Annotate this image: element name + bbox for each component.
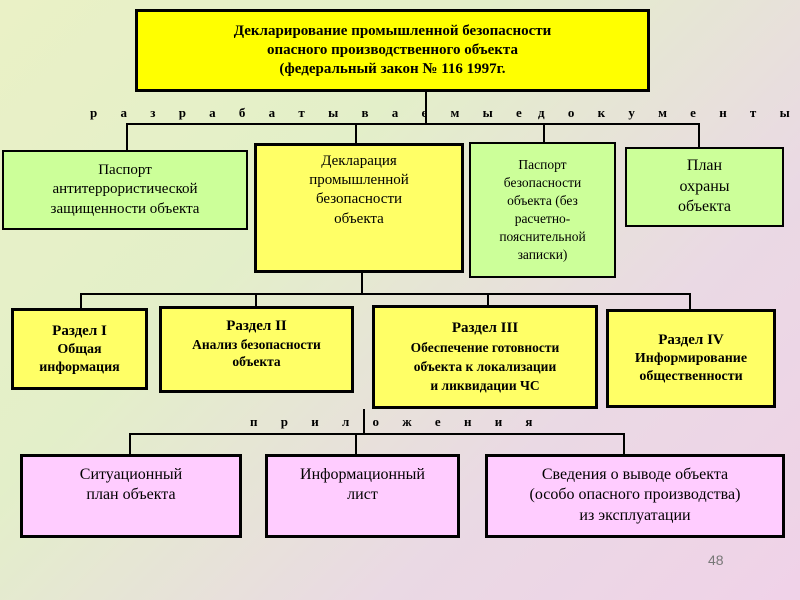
sec2-line-3: объекта [232, 354, 281, 370]
appendix-situational-plan: Ситуационный план объекта [20, 454, 242, 538]
document-antiterror-passport: Паспорт антитеррористической защищенност… [2, 150, 248, 230]
title-line-3: (федеральный закон № 116 1997г. [279, 61, 506, 78]
appendix-decommission-info: Сведения о выводе объекта (особо опасног… [485, 454, 785, 538]
doc1-line-3: защищенности объекта [50, 200, 200, 217]
connector-title-down [425, 92, 427, 124]
connector-sec3-drop [487, 293, 489, 306]
doc3-line-2: безопасности [503, 175, 582, 191]
app3-line-3: из эксплуатации [579, 506, 691, 524]
section-4: Раздел IV Информирование общественности [606, 309, 776, 408]
doc3-line-6: записки) [517, 246, 568, 262]
doc1-line-2: антитеррористической [52, 181, 198, 198]
sec2-line-2: Анализ безопасности [192, 337, 321, 353]
app1-line-1: Ситуационный [79, 466, 183, 483]
doc4-line-1: План [686, 157, 723, 175]
app2-line-1: Информационный [300, 466, 425, 483]
connector-doc1-drop [126, 123, 128, 151]
title-line-2: опасного производственного объекта [267, 41, 518, 58]
sec1-line-3: информация [39, 359, 120, 375]
sec3-line-1: Раздел III [451, 320, 519, 337]
label-developed-word1: р а з р а б а т ы в а е м ы е [90, 105, 532, 120]
app3-line-1: Сведения о выводе объекта [541, 466, 729, 483]
sec1-line-2: Общая [57, 341, 102, 357]
section-3: Раздел III Обеспечение готовности объект… [372, 305, 598, 409]
document-security-plan: План охраны объекта [625, 147, 784, 227]
doc2-line-2: промышленной [309, 172, 409, 189]
connector-app3-drop [623, 433, 625, 455]
connector-sec4-drop [689, 293, 691, 310]
connector-app1-drop [129, 433, 131, 455]
doc3-line-5: пояснительной [499, 228, 586, 244]
connector-sec1-drop [80, 293, 82, 309]
label-developed-word2: д о к у м е н т ы [538, 105, 800, 120]
connector-doc4-drop [698, 123, 700, 148]
sec4-line-2: Информирование [634, 351, 748, 367]
label-appendices: п р и л о ж е н и я [250, 414, 543, 429]
app3-line-2: (особо опасного производства) [529, 486, 741, 504]
sec1-line-1: Раздел I [52, 322, 107, 339]
section-1: Раздел I Общая информация [11, 308, 148, 390]
document-declaration: Декларация промышленной безопасности объ… [254, 143, 464, 273]
connector-sections-bus [80, 293, 691, 295]
sec4-line-1: Раздел IV [658, 332, 724, 348]
app1-line-2: план объекта [86, 486, 176, 504]
doc3-line-3: объекта (без [507, 193, 578, 209]
document-safety-passport: Паспорт безопасности объекта (без расчет… [469, 142, 616, 278]
sec3-line-4: и ликвидации ЧС [430, 377, 540, 393]
section-2: Раздел II Анализ безопасности объекта [159, 306, 354, 393]
doc4-line-2: охраны [679, 177, 730, 195]
app2-line-2: лист [347, 486, 378, 504]
sec2-line-1: Раздел II [226, 318, 287, 334]
connector-appendix-from-section [363, 409, 365, 434]
connector-sec2-drop [255, 293, 257, 307]
sec3-line-2: Обеспечение готовности [410, 340, 560, 356]
connector-declaration-down [361, 272, 363, 294]
page-number: 48 [708, 552, 724, 568]
doc3-line-4: расчетно- [514, 211, 571, 226]
doc2-line-3: безопасности [315, 191, 403, 208]
sec4-line-3: общественности [639, 369, 743, 385]
title-box: Декларирование промышленной безопасности… [135, 9, 650, 92]
connector-doc3-drop [543, 123, 545, 143]
doc4-line-3: объекта [678, 198, 731, 216]
title-line-1: Декларирование промышленной безопасности [233, 22, 552, 39]
sec3-line-3: объекта к локализации [413, 359, 557, 375]
doc3-line-1: Паспорт [518, 157, 567, 173]
connector-appendix-bus [129, 433, 625, 435]
connector-doc2-drop [355, 123, 357, 144]
doc2-line-4: объекта [334, 210, 384, 227]
connector-documents-bus [126, 123, 700, 125]
doc2-line-1: Декларация [321, 153, 397, 169]
appendix-information-sheet: Информационный лист [265, 454, 460, 538]
doc1-line-1: Паспорт [98, 162, 152, 179]
connector-app2-drop [355, 433, 357, 455]
